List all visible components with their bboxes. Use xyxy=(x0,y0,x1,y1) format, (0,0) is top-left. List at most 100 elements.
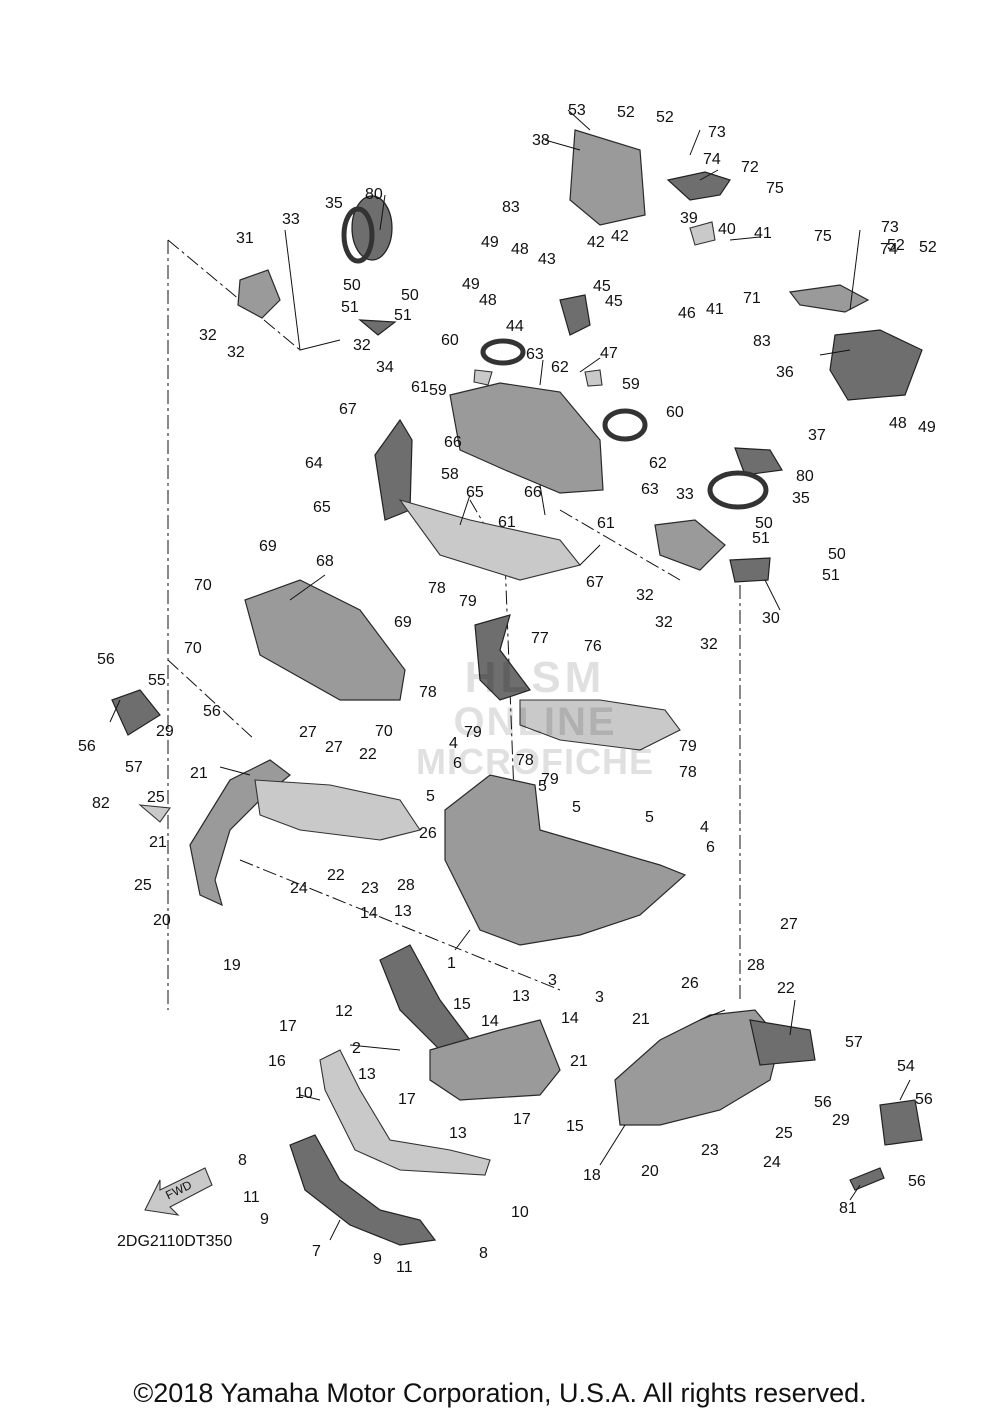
part-label-48: 48 xyxy=(479,292,497,309)
part-7-lower-cover xyxy=(289,1134,437,1246)
part-label-3: 3 xyxy=(595,989,604,1006)
part-label-4: 4 xyxy=(700,819,709,836)
part-label-49: 49 xyxy=(462,276,480,293)
part-60-ring-left xyxy=(480,338,526,366)
part-label-39: 39 xyxy=(680,210,698,227)
part-label-32: 32 xyxy=(227,344,245,361)
part-label-29: 29 xyxy=(832,1112,850,1129)
part-label-51: 51 xyxy=(341,299,359,316)
part-label-15: 15 xyxy=(453,996,471,1013)
part-label-46: 46 xyxy=(678,305,696,322)
part-label-66: 66 xyxy=(524,484,542,501)
part-82-bracket xyxy=(138,804,171,823)
part-label-71: 71 xyxy=(743,290,761,307)
part-label-68: 68 xyxy=(316,553,334,570)
part-label-34: 34 xyxy=(376,359,394,376)
part-label-35: 35 xyxy=(792,490,810,507)
part-79-duct xyxy=(474,614,531,701)
part-21-side-cowl-left xyxy=(189,759,291,907)
part-label-22: 22 xyxy=(777,980,795,997)
part-label-50: 50 xyxy=(755,515,773,532)
part-label-17: 17 xyxy=(279,1018,297,1035)
part-label-62: 62 xyxy=(551,359,569,376)
part-label-40: 40 xyxy=(718,221,736,238)
part-label-42: 42 xyxy=(587,234,605,251)
part-label-63: 63 xyxy=(526,346,544,363)
part-label-21: 21 xyxy=(632,1011,650,1028)
part-label-32: 32 xyxy=(353,337,371,354)
part-label-14: 14 xyxy=(481,1013,499,1030)
part-label-52: 52 xyxy=(919,239,937,256)
part-label-17: 17 xyxy=(513,1111,531,1128)
part-label-11: 11 xyxy=(243,1189,260,1206)
part-label-27: 27 xyxy=(299,724,317,741)
part-label-27: 27 xyxy=(325,739,343,756)
part-label-57: 57 xyxy=(125,759,143,776)
part-label-14: 14 xyxy=(360,905,378,922)
part-label-52: 52 xyxy=(617,104,635,121)
part-label-13: 13 xyxy=(449,1125,467,1142)
part-label-22: 22 xyxy=(327,867,345,884)
part-label-53: 53 xyxy=(568,102,586,119)
part-76-shield xyxy=(519,699,681,751)
part-label-13: 13 xyxy=(358,1066,376,1083)
part-62-upper-cowl xyxy=(449,382,604,494)
part-59-right xyxy=(584,369,603,387)
part-label-51: 51 xyxy=(394,307,412,324)
part-label-21: 21 xyxy=(570,1053,588,1070)
part-label-79: 79 xyxy=(464,724,482,741)
part-38-bracket xyxy=(569,129,646,226)
part-80-cover-right xyxy=(734,447,783,476)
part-label-70: 70 xyxy=(194,577,212,594)
part-label-6: 6 xyxy=(453,755,462,772)
part-59-left xyxy=(473,369,493,386)
part-label-41: 41 xyxy=(706,301,724,318)
part-label-80: 80 xyxy=(365,186,383,203)
part-label-63: 63 xyxy=(641,481,659,498)
part-label-48: 48 xyxy=(889,415,907,432)
part-label-82: 82 xyxy=(92,795,110,812)
part-label-78: 78 xyxy=(516,752,534,769)
part-shapes xyxy=(111,129,923,1246)
part-label-8: 8 xyxy=(479,1245,488,1262)
part-label-78: 78 xyxy=(419,684,437,701)
part-35-ring-right xyxy=(707,470,769,510)
part-label-48: 48 xyxy=(511,241,529,258)
part-81-bracket xyxy=(849,1167,885,1191)
part-68-inner-panel xyxy=(244,579,406,701)
part-label-56: 56 xyxy=(78,738,96,755)
part-36-housing xyxy=(829,329,923,401)
part-label-73: 73 xyxy=(881,219,899,236)
part-label-78: 78 xyxy=(428,580,446,597)
part-label-58: 58 xyxy=(441,466,459,483)
part-label-25: 25 xyxy=(775,1125,793,1142)
part-label-5: 5 xyxy=(426,788,435,805)
part-label-21: 21 xyxy=(190,765,208,782)
part-label-5: 5 xyxy=(645,809,654,826)
part-label-59: 59 xyxy=(622,376,640,393)
part-label-52: 52 xyxy=(656,109,674,126)
part-label-9: 9 xyxy=(373,1251,382,1268)
part-label-16: 16 xyxy=(268,1053,286,1070)
part-label-50: 50 xyxy=(401,287,419,304)
part-label-49: 49 xyxy=(481,234,499,251)
part-label-65: 65 xyxy=(313,499,331,516)
part-label-75: 75 xyxy=(814,228,832,245)
part-label-62: 62 xyxy=(649,455,667,472)
leader-lines xyxy=(109,109,911,1241)
part-30-block xyxy=(729,557,771,583)
part-label-45: 45 xyxy=(605,293,623,310)
part-label-28: 28 xyxy=(397,877,415,894)
part-label-17: 17 xyxy=(398,1091,416,1108)
part-label-70: 70 xyxy=(184,640,202,657)
part-label-9: 9 xyxy=(260,1211,269,1228)
part-35-ring-left xyxy=(341,206,375,264)
part-label-51: 51 xyxy=(752,530,770,547)
part-label-65: 65 xyxy=(466,484,484,501)
part-label-83: 83 xyxy=(502,199,520,216)
part-label-6: 6 xyxy=(706,839,715,856)
part-label-69: 69 xyxy=(394,614,412,631)
part-label-31: 31 xyxy=(236,230,254,247)
